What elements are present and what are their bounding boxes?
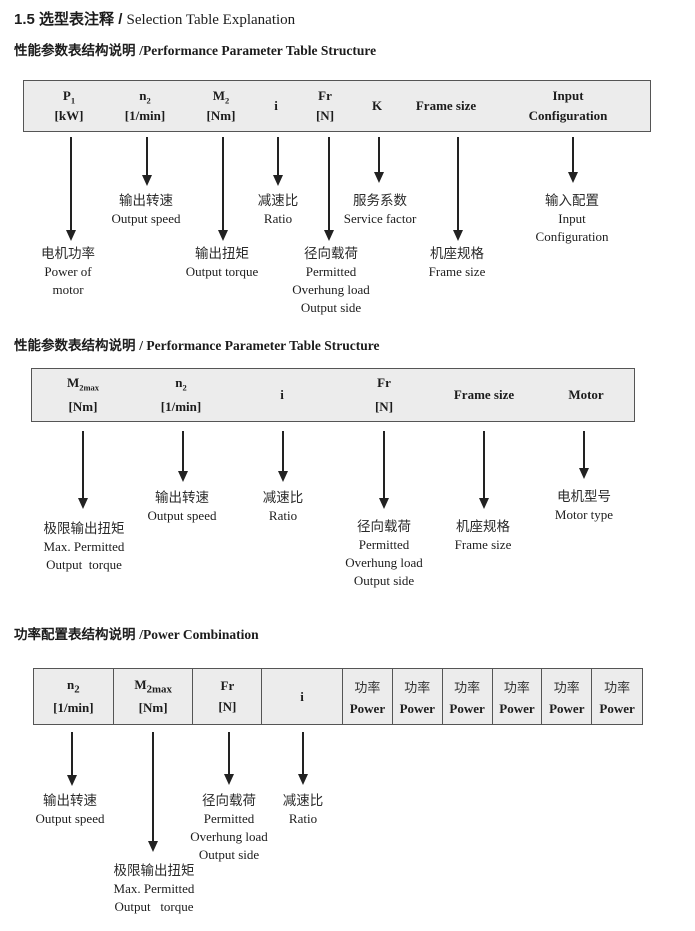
down-arrow-icon [328, 137, 330, 230]
table1-col-n2: n2[1/min] [124, 88, 166, 123]
section3-heading: 功率配置表结构说明 /Power Combination [14, 623, 259, 643]
down-arrow-icon [483, 431, 485, 498]
down-arrow-icon [70, 137, 72, 230]
down-arrow-icon [71, 732, 73, 775]
section2-heading: 性能参数表结构说明 / Performance Parameter Table … [14, 334, 379, 354]
table1-col-p1: P1[kW] [54, 88, 84, 123]
section1-heading: 性能参数表结构说明 /Performance Parameter Table S… [14, 39, 376, 59]
section1-heading-zh: 性能参数表结构说明 [14, 43, 140, 58]
section3-heading-en: /Power Combination [139, 627, 259, 642]
section2-heading-zh: 性能参数表结构说明 [14, 338, 140, 353]
table2-header: M2max[Nm] n2[1/min] i Fr[N] Frame size M… [31, 368, 635, 422]
section3-heading-zh: 功率配置表结构说明 [14, 627, 140, 642]
down-arrow-icon [282, 431, 284, 471]
down-arrow-icon [146, 137, 148, 175]
down-arrow-icon [383, 431, 385, 498]
table1-header: P1[kW] n2[1/min] M2[Nm] i Fr[N] K Frame … [23, 80, 651, 132]
page-title: 1.5 选型表注释 / Selection Table Explanation [14, 8, 295, 29]
down-arrow-icon [378, 137, 380, 172]
table2-col-frame-size: Frame size [453, 387, 515, 402]
table2-col-motor: Motor [568, 387, 604, 402]
page-title-zh: 1.5 选型表注释 / [14, 11, 127, 28]
down-arrow-icon [457, 137, 459, 230]
table1-col-i: i [274, 98, 278, 113]
table2-col-m2max: M2max[Nm] [66, 375, 100, 414]
down-arrow-icon [228, 732, 230, 774]
table1-col-fr: Fr[N] [315, 88, 335, 123]
down-arrow-icon [277, 137, 279, 175]
down-arrow-icon [583, 431, 585, 468]
down-arrow-icon [222, 137, 224, 230]
section2-heading-en: / Performance Parameter Table Structure [139, 338, 380, 353]
table3-col-n2: n2[1/min] [34, 669, 114, 724]
table2-col-n2: n2[1/min] [160, 375, 202, 414]
table3-col-m2max: M2max[Nm] [114, 669, 194, 724]
down-arrow-icon [572, 137, 574, 172]
down-arrow-icon [152, 732, 154, 841]
page-title-en: Selection Table Explanation [126, 12, 296, 28]
table1-col-m2: M2[Nm] [206, 88, 236, 123]
table1-col-k: K [371, 98, 383, 113]
table3-col-fr: Fr[N] [193, 669, 263, 724]
table3-col-i: i [262, 669, 343, 724]
down-arrow-icon [182, 431, 184, 471]
section1-heading-en: /Performance Parameter Table Structure [139, 43, 377, 58]
table2-col-i: i [280, 387, 284, 402]
table2-col-fr: Fr[N] [374, 375, 394, 414]
down-arrow-icon [302, 732, 304, 774]
table1-col-frame-size: Frame size [415, 98, 477, 113]
down-arrow-icon [82, 431, 84, 498]
